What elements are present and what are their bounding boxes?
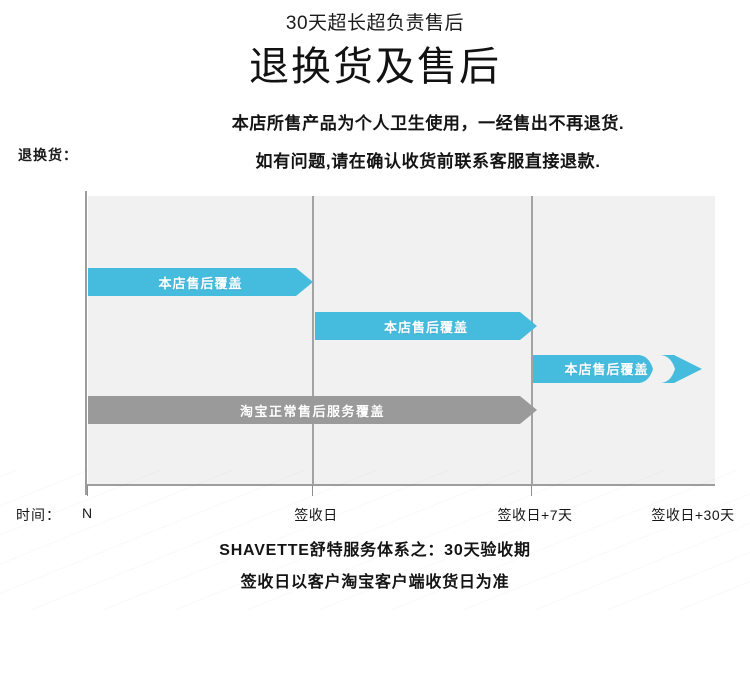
bar-label: 本店售后覆盖 <box>383 319 468 335</box>
chart-divider-signed-plus-7 <box>531 196 533 485</box>
chart-plot-area <box>88 196 715 485</box>
axis-time-label: 时间： <box>16 507 61 523</box>
bar-taobao-coverage: 淘宝正常售后服务覆盖 <box>88 396 537 424</box>
chart-tick-signed-plus-7 <box>531 485 532 496</box>
bar-shop-coverage-3: 本店售后覆盖 <box>533 354 702 383</box>
bar-label: 本店售后覆盖 <box>564 361 649 377</box>
bar-label: 本店售后覆盖 <box>158 275 243 291</box>
tick-label-signed: 签收日 <box>294 507 338 523</box>
bar-shop-coverage-2: 本店售后覆盖 <box>315 312 537 340</box>
footer-block: SHAVETTE舒特服务体系之：30天验收期 签收日以客户淘宝客户端收货日为准 <box>0 535 750 599</box>
chart-tick-n <box>87 485 88 496</box>
tick-label-signed-plus-30: 签收日+30天 <box>651 507 735 523</box>
footer-line-2: 签收日以客户淘宝客户端收货日为准 <box>240 574 510 591</box>
policy-line-2: 如有问题,请在确认收货前联系客服直接退款. <box>255 152 601 171</box>
eyebrow-text: 30天超长超负责售后 <box>285 13 465 34</box>
chart-divider-signed <box>312 196 314 485</box>
page-title: 退换货及售后 <box>249 45 501 89</box>
bar-shop-coverage-1: 本店售后覆盖 <box>88 268 313 296</box>
policy-line-1: 本店所售产品为个人卫生使用，一经售出不再退货. <box>231 114 625 133</box>
chart-x-axis <box>85 484 715 486</box>
policy-section-label: 退换货： <box>18 147 78 163</box>
policy-text-block: 本店所售产品为个人卫生使用，一经售出不再退货. 如有问题,请在确认收货前联系客服… <box>118 105 738 181</box>
footer-line-1: SHAVETTE舒特服务体系之：30天验收期 <box>219 542 531 559</box>
tick-label-n: N <box>82 505 93 521</box>
tick-label-signed-plus-7: 签收日+7天 <box>497 507 573 523</box>
chart-tick-signed <box>312 485 313 496</box>
chart-y-axis <box>85 191 87 495</box>
bar-label: 淘宝正常售后服务覆盖 <box>239 403 385 419</box>
